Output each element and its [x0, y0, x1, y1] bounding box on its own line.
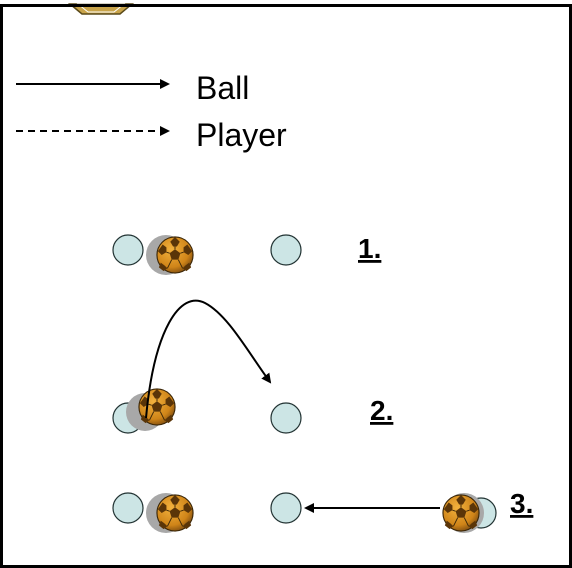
step-2: 2.	[112, 299, 393, 434]
step-3: 3.	[112, 488, 533, 533]
step-label: 3.	[510, 488, 533, 519]
frame-border	[0, 4, 572, 568]
player-marker	[112, 492, 144, 524]
step-label: 1.	[358, 233, 381, 264]
legend-ball-label: Ball	[196, 70, 249, 106]
player-marker	[270, 492, 302, 524]
legend-player-label: Player	[196, 117, 287, 153]
ball-pass-arc-arrow	[145, 299, 272, 419]
player-marker	[112, 234, 144, 266]
soccer-ball-icon	[138, 388, 176, 426]
player-marker	[270, 402, 302, 434]
legend: Ball Player	[16, 70, 287, 153]
step-label: 2.	[370, 395, 393, 426]
soccer-ball-icon	[442, 494, 480, 532]
step-1: 1.	[112, 233, 381, 275]
soccer-ball-icon	[156, 236, 194, 274]
player-marker	[270, 234, 302, 266]
soccer-ball-icon	[156, 494, 194, 532]
